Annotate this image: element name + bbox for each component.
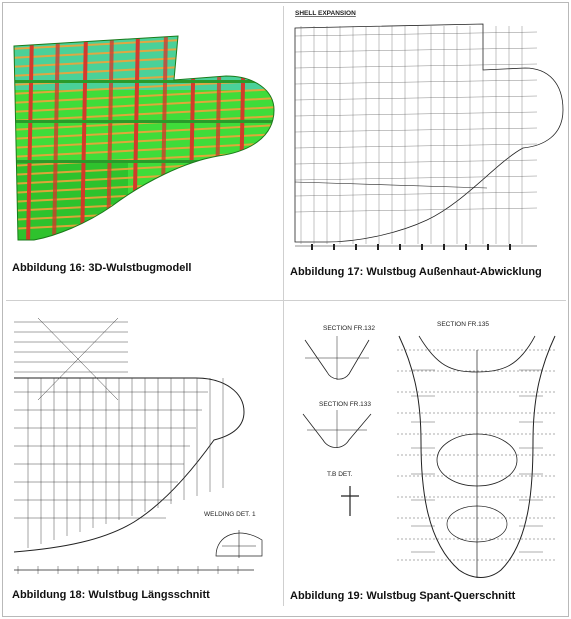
bulbous-bow-3d-model [13, 35, 275, 241]
shell-expansion-drawing: SHELL EXPANSION [294, 10, 564, 250]
vertical-divider [283, 6, 284, 606]
section-fr135-label: SECTION FR.135 [437, 321, 489, 328]
horizontal-divider [6, 300, 566, 301]
welding-detail-label: WELDING DET. 1 [204, 511, 256, 518]
figure-18-image: WELDING DET. 1 [8, 308, 280, 586]
figure-17-image: SHELL EXPANSION [287, 6, 565, 262]
drawing-title: SHELL EXPANSION [295, 10, 356, 17]
figure-16-image [8, 10, 280, 255]
figure-19-caption: Abbildung 19: Wulstbug Spant-Querschnitt [290, 590, 516, 602]
longitudinal-section-drawing: WELDING DET. 1 [13, 317, 263, 574]
figure-17-caption: Abbildung 17: Wulstbug Außenhaut-Abwickl… [290, 266, 542, 278]
cross-section-drawing: SECTION FR.132 SECTION FR.133 T.B DET. S… [302, 321, 557, 578]
figure-18-caption: Abbildung 18: Wulstbug Längsschnitt [12, 589, 210, 601]
figure-16-caption: Abbildung 16: 3D-Wulstbugmodell [12, 262, 192, 274]
figure-19-image: SECTION FR.132 SECTION FR.133 T.B DET. S… [287, 310, 565, 588]
section-fr132-label: SECTION FR.132 [323, 325, 375, 332]
section-fr133-label: SECTION FR.133 [319, 401, 371, 408]
tb-detail-label: T.B DET. [327, 471, 352, 478]
